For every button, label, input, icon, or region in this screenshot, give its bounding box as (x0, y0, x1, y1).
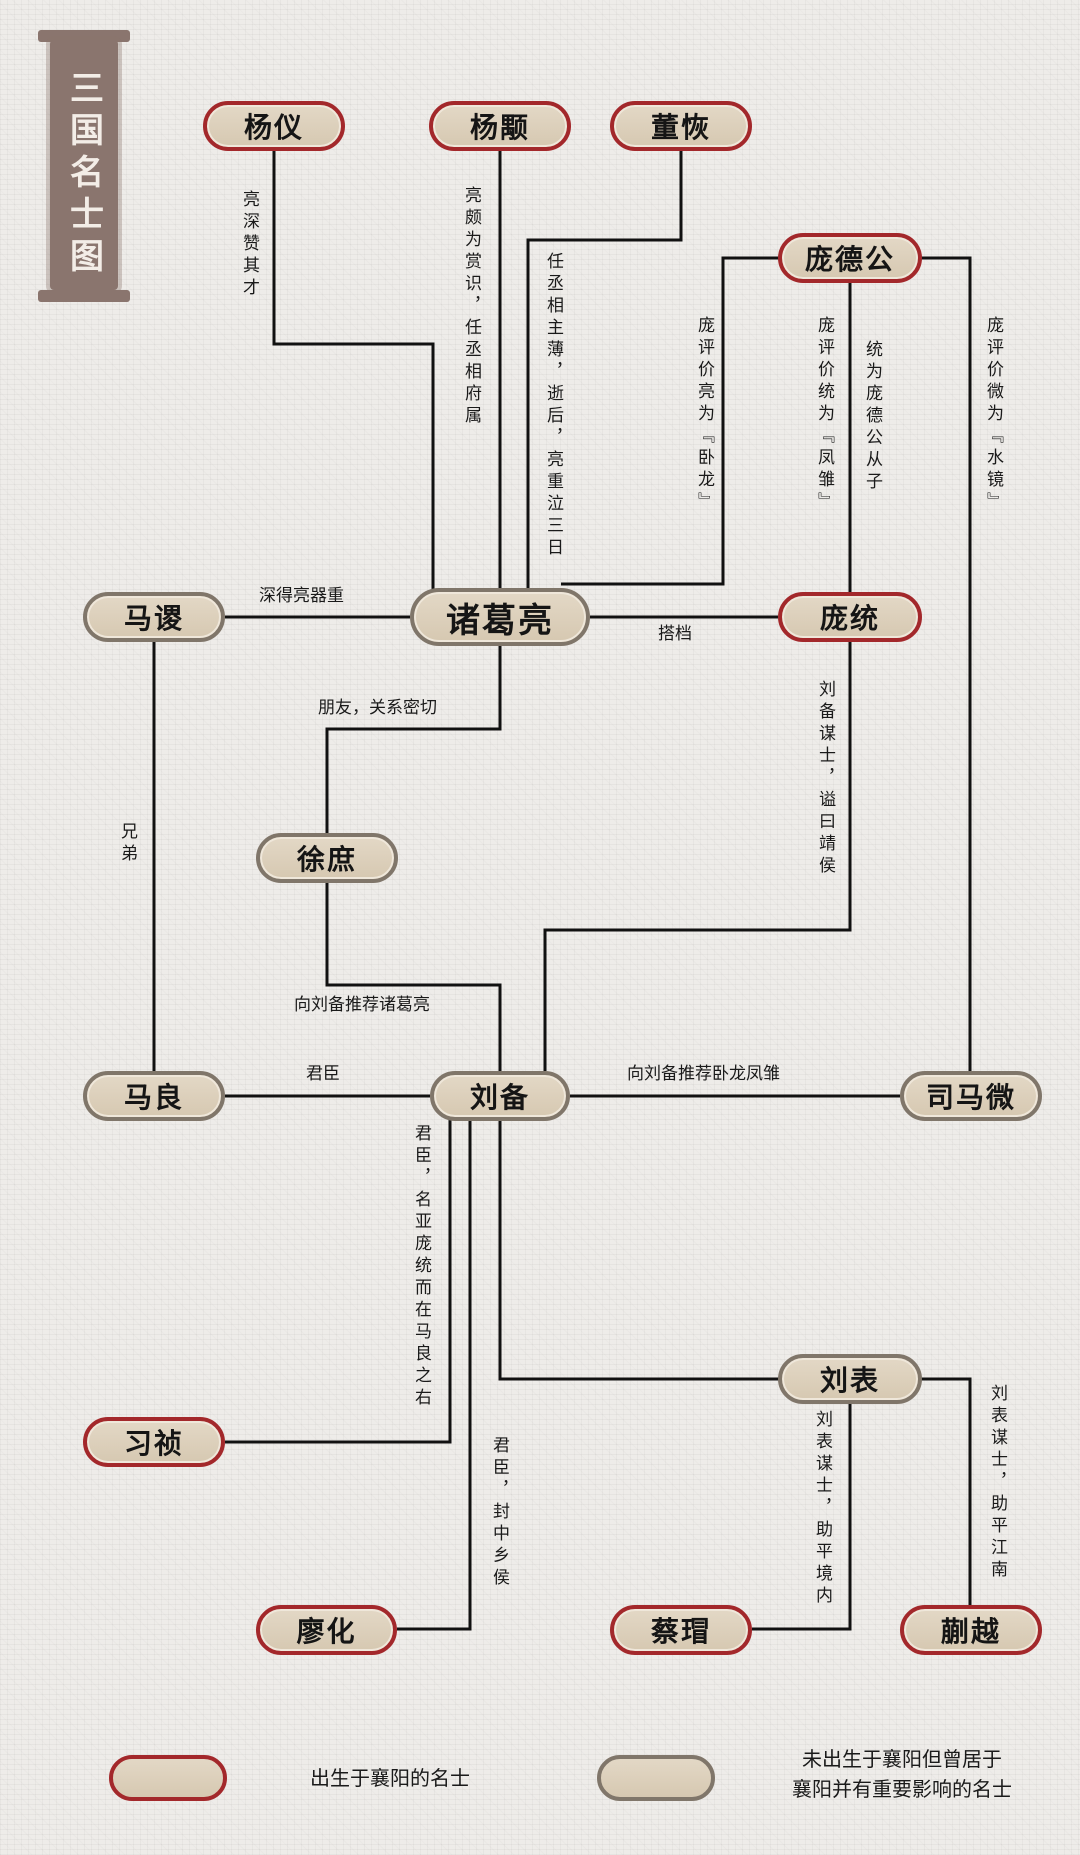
edge-label-pang-sima: 庞评价微为『水镜』 (983, 316, 1003, 514)
diagram-title: 三国名士图 (63, 70, 104, 280)
node-simahui: 司马微 (900, 1071, 1042, 1121)
edge-pangtong-liubei (543, 642, 852, 1071)
edge-label-maliang-liubei: 君臣 (306, 1064, 340, 1084)
node-pangdegong: 庞德公 (778, 233, 922, 283)
edge-label-liubiao-kuaiyue: 刘表谋士，助平江南 (987, 1384, 1007, 1582)
edge-label-dongjue: 任丞相主薄，逝后，亮重泣三日 (543, 252, 563, 560)
node-caimao: 蔡瑁 (610, 1605, 752, 1655)
legend-resided-line1: 未出生于襄阳但曾居于 (802, 1747, 1002, 1771)
edge-label-yangyong: 亮颇为赏识，任丞相府属 (461, 186, 481, 428)
edge-label-pang-zhuge: 庞评价亮为『卧龙』 (694, 316, 714, 514)
edge-label-zhuge-xushu: 朋友，关系密切 (318, 698, 437, 718)
edge-liubei-liubiao (498, 1120, 780, 1381)
node-liaohua: 廖化 (256, 1605, 397, 1655)
edge-xushu-liubei (325, 881, 502, 1071)
title-scroll: 三国名士图 (36, 30, 132, 302)
node-yangyong: 杨颙 (429, 101, 571, 151)
edge-label-yangyi: 亮深赞其才 (239, 190, 259, 300)
node-masu: 马谡 (83, 592, 225, 642)
node-yangyi: 杨仪 (203, 101, 345, 151)
node-kuaiyue: 蒯越 (900, 1605, 1042, 1655)
node-dongjue: 董恢 (610, 101, 752, 151)
legend-born-swatch (109, 1755, 227, 1801)
node-zhugeliang: 诸葛亮 (410, 588, 590, 646)
legend-resided-text: 未出生于襄阳但曾居于 襄阳并有重要影响的名士 (762, 1744, 1042, 1804)
edge-label-liubei-xizhen: 君臣，名亚庞统而在马良之右 (411, 1124, 431, 1410)
legend-resided-swatch (597, 1755, 715, 1801)
edge-label-pang-tong-eval: 庞评价统为『凤雏』 (814, 316, 834, 514)
edge-pangdegong-zhugeliang (561, 256, 780, 586)
edge-label-liubiao-caimao: 刘表谋士，助平境内 (812, 1410, 832, 1608)
edge-pangdegong-simahui (920, 256, 972, 1072)
edge-label-sima-liubei: 向刘备推荐卧龙凤雏 (627, 1064, 780, 1084)
node-maliang: 马良 (83, 1071, 225, 1121)
edge-yangyi-zhugeliang (272, 128, 435, 594)
edge-liubiao-kuaiyue (920, 1377, 972, 1605)
node-xushu: 徐庶 (256, 833, 398, 883)
edge-label-pangtong-liubei: 刘备谋士，谥曰靖侯 (815, 680, 835, 878)
edge-label-xushu-liubei: 向刘备推荐诸葛亮 (294, 995, 430, 1015)
node-liubiao: 刘表 (778, 1354, 922, 1404)
edge-liubei-xizhen (225, 1120, 452, 1444)
scroll-bottom-cap (38, 290, 130, 302)
edge-liubiao-caimao (752, 1403, 852, 1631)
edge-label-pang-tong-rel: 统为庞德公从子 (862, 340, 882, 494)
scroll-top-cap (38, 30, 130, 42)
edge-dongjue-zhugeliang (526, 128, 683, 594)
edge-zhugeliang-xushu (325, 646, 502, 833)
node-xizhen: 习祯 (83, 1417, 225, 1467)
legend-born-text: 出生于襄阳的名士 (310, 1766, 470, 1790)
node-pangtong: 庞统 (778, 592, 922, 642)
edge-label-masu-maliang: 兄弟 (117, 822, 137, 866)
scroll-body (50, 40, 118, 290)
edge-label-masu-zhuge: 深得亮器重 (259, 586, 344, 606)
edge-label-zhuge-pangtong: 搭档 (658, 624, 692, 644)
node-liubei: 刘备 (430, 1071, 570, 1121)
edge-liubei-liaohua (397, 1120, 472, 1631)
legend-resided-line2: 襄阳并有重要影响的名士 (792, 1777, 1012, 1801)
edge-label-liubei-liaohua: 君臣，封中乡侯 (489, 1436, 509, 1590)
